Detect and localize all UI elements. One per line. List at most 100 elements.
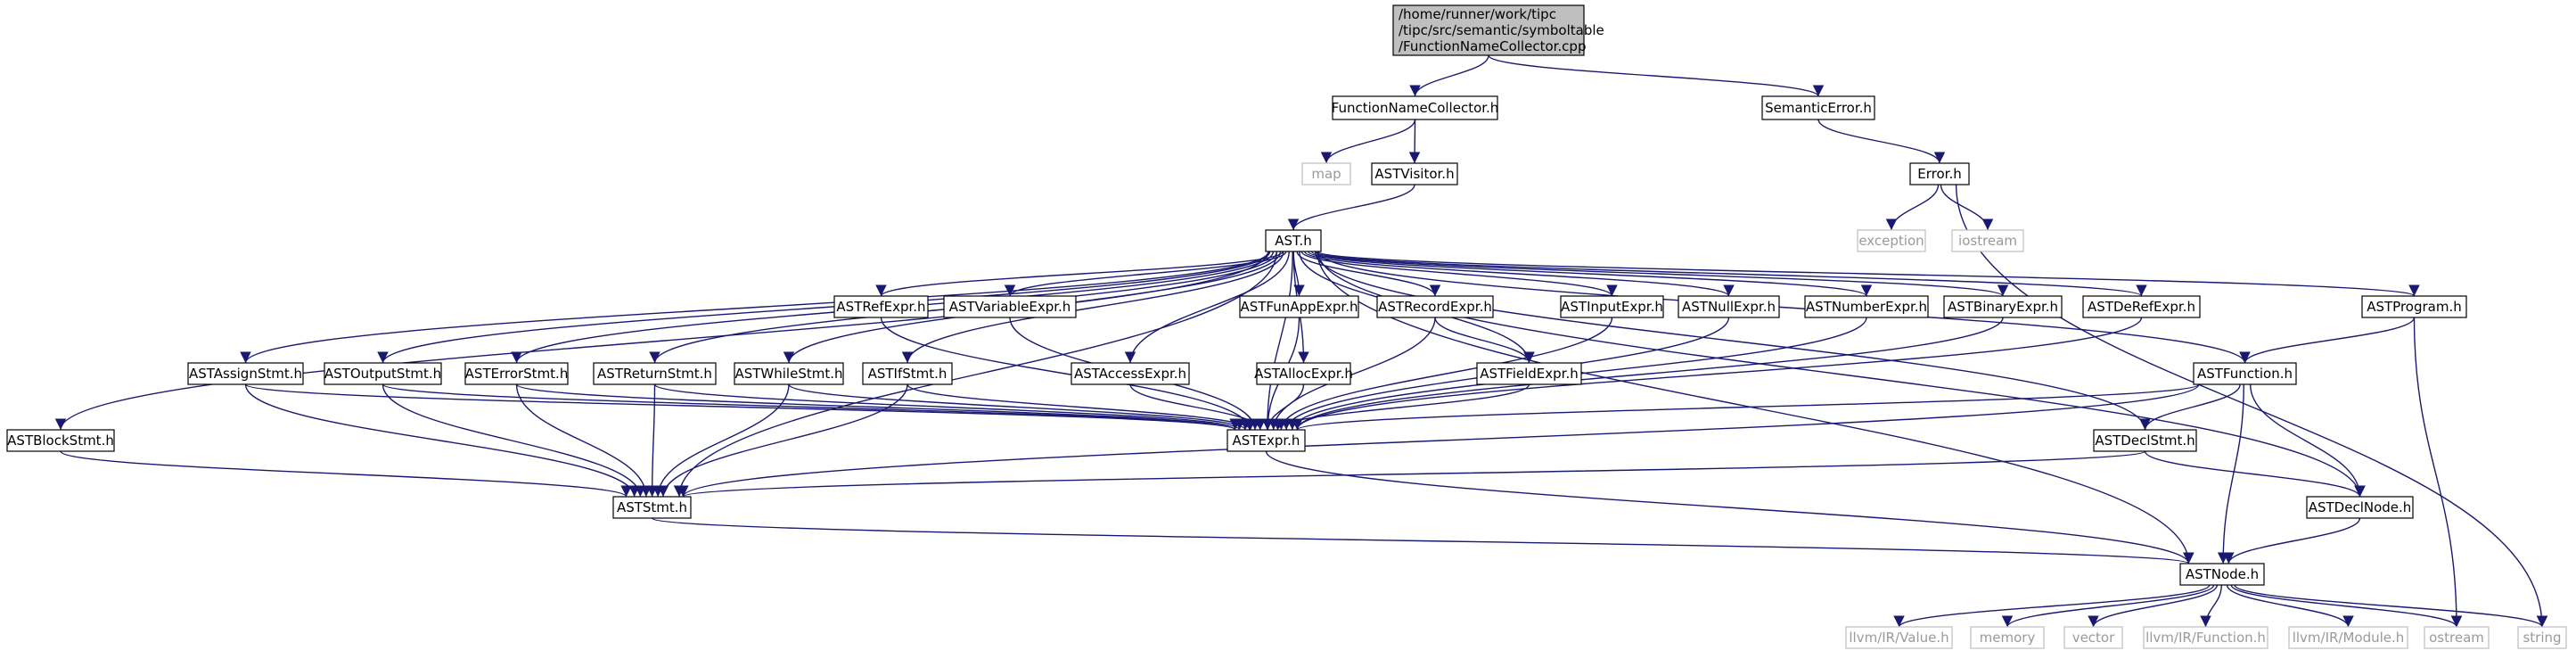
node-expr-label: ASTExpr.h <box>1233 432 1300 449</box>
node-string-box <box>2517 626 2567 649</box>
node-ast[interactable]: AST.h <box>1265 229 1322 252</box>
node-irmodule-box <box>2288 626 2408 649</box>
node-stmt-label: ASTStmt.h <box>617 499 687 515</box>
node-ifstmt[interactable]: ASTIfStmt.h <box>862 362 953 385</box>
node-node-label: ASTNode.h <box>2186 566 2259 582</box>
node-vector: vector <box>2063 626 2123 649</box>
node-memory: memory <box>1970 626 2045 649</box>
node-exception: exception <box>1857 229 1926 252</box>
node-field[interactable]: ASTFieldExpr.h <box>1476 362 1582 385</box>
node-output-label: ASTOutputStmt.h <box>324 366 441 382</box>
edge-whilestmt-to-stmt <box>652 383 790 498</box>
node-string-label: string <box>2523 630 2561 646</box>
edge-fnc-to-map <box>1320 119 1416 164</box>
node-fnc[interactable]: FunctionNameCollector.h <box>1332 95 1499 120</box>
node-derefexpr-label: ASTDeRefExpr.h <box>2088 299 2195 315</box>
node-assign[interactable]: ASTAssignStmt.h <box>187 362 304 385</box>
edge-node-to-value <box>1893 584 2211 628</box>
node-derefexpr-box <box>2082 295 2201 318</box>
edge-error-to-exception <box>1885 184 1940 231</box>
edge-recexpr-to-expr <box>1267 317 1436 431</box>
edge-ast-to-program <box>1317 251 2420 297</box>
node-map: map <box>1301 162 1351 185</box>
node-access[interactable]: ASTAccessExpr.h <box>1071 362 1190 385</box>
node-block-label: ASTBlockStmt.h <box>7 432 114 449</box>
node-errorstmt[interactable]: ASTErrorStmt.h <box>464 362 569 385</box>
node-irfunction: llvm/IR/Function.h <box>2143 626 2268 649</box>
node-funapp[interactable]: ASTFunAppExpr.h <box>1239 295 1359 318</box>
node-error-label: Error.h <box>1917 166 1961 182</box>
node-function-label: ASTFunction.h <box>2197 366 2293 382</box>
node-refexpr-label: ASTRefExpr.h <box>836 299 925 315</box>
node-access-label: ASTAccessExpr.h <box>1074 366 1186 382</box>
node-expr[interactable]: ASTExpr.h <box>1226 429 1306 452</box>
nodes-layer: /home/runner/work/tipc/tipc/src/semantic… <box>6 4 2567 649</box>
node-derefexpr[interactable]: ASTDeRefExpr.h <box>2082 295 2201 318</box>
node-irfunction-label: llvm/IR/Function.h <box>2145 630 2266 646</box>
node-errorstmt-box <box>464 362 569 385</box>
node-declstmt[interactable]: ASTDeclStmt.h <box>2093 429 2197 452</box>
node-node-box <box>2179 563 2265 586</box>
node-declstmt-label: ASTDeclStmt.h <box>2095 432 2195 449</box>
node-error[interactable]: Error.h <box>1909 162 1970 185</box>
edge-root-to-fnc <box>1409 54 1489 97</box>
edge-access-to-expr <box>1129 383 1267 431</box>
node-output-box <box>324 362 442 385</box>
node-stmt[interactable]: ASTStmt.h <box>612 496 692 519</box>
node-binexpr[interactable]: ASTBinaryExpr.h <box>1943 295 2063 318</box>
edge-derefexpr-to-expr <box>1292 317 2143 431</box>
edge-function-to-node <box>2217 383 2244 564</box>
node-astvisitor-label: ASTVisitor.h <box>1374 166 1454 182</box>
node-inputexpr-box <box>1560 295 1664 318</box>
edge-ifstmt-to-stmt <box>657 383 908 498</box>
node-ostream-box <box>2424 626 2490 649</box>
node-binexpr-label: ASTBinaryExpr.h <box>1948 299 2058 315</box>
node-inputexpr[interactable]: ASTInputExpr.h <box>1560 295 1664 318</box>
node-output[interactable]: ASTOutputStmt.h <box>324 362 442 385</box>
edge-binexpr-to-expr <box>1292 317 2004 431</box>
node-numexpr[interactable]: ASTNumberExpr.h <box>1804 295 1929 318</box>
edge-node-to-string <box>2234 584 2548 628</box>
node-alloc[interactable]: ASTAllocExpr.h <box>1254 362 1353 385</box>
node-value-label: llvm/IR/Value.h <box>1849 630 1948 646</box>
node-root[interactable]: /home/runner/work/tipc/tipc/src/semantic… <box>1392 4 1604 56</box>
edge-function-to-stmt <box>677 383 2200 498</box>
node-assign-box <box>187 362 304 385</box>
edge-ast-to-function <box>1317 251 2251 364</box>
node-function[interactable]: ASTFunction.h <box>2193 362 2297 385</box>
node-program-box <box>2361 295 2467 318</box>
node-declnode-label: ASTDeclNode.h <box>2309 499 2412 515</box>
node-whilestmt-label: ASTWhileStmt.h <box>734 366 842 382</box>
edge-ifstmt-to-expr <box>907 383 1257 431</box>
node-declstmt-box <box>2093 429 2197 452</box>
node-declnode[interactable]: ASTDeclNode.h <box>2306 496 2414 519</box>
node-expr-box <box>1226 429 1306 452</box>
node-whilestmt[interactable]: ASTWhileStmt.h <box>734 362 844 385</box>
edge-ast-to-stmt <box>673 251 1278 498</box>
node-value-box <box>1845 626 1953 649</box>
edge-expr-to-node <box>1265 450 2195 564</box>
node-map-label: map <box>1311 166 1341 182</box>
node-numexpr-box <box>1804 295 1929 318</box>
node-nullexpr[interactable]: ASTNullExpr.h <box>1678 295 1780 318</box>
node-block[interactable]: ASTBlockStmt.h <box>6 429 115 452</box>
node-node[interactable]: ASTNode.h <box>2179 563 2265 586</box>
edge-ast-to-access <box>1124 251 1290 364</box>
edge-errorstmt-to-expr <box>515 383 1241 431</box>
node-varexpr[interactable]: ASTVariableExpr.h <box>943 295 1077 318</box>
node-recexpr[interactable]: ASTRecordExpr.h <box>1376 295 1494 318</box>
node-access-box <box>1071 362 1190 385</box>
node-nullexpr-box <box>1678 295 1780 318</box>
node-refexpr[interactable]: ASTRefExpr.h <box>833 295 929 318</box>
edge-declstmt-to-stmt <box>677 450 2146 498</box>
node-field-box <box>1476 362 1582 385</box>
node-returnstmt[interactable]: ASTReturnStmt.h <box>593 362 717 385</box>
node-vector-label: vector <box>2072 630 2115 646</box>
node-program[interactable]: ASTProgram.h <box>2361 295 2467 318</box>
node-function-box <box>2193 362 2297 385</box>
node-semerr[interactable]: SemanticError.h <box>1761 95 1875 120</box>
edge-root-to-semerr <box>1488 54 1825 97</box>
node-astvisitor[interactable]: ASTVisitor.h <box>1371 162 1458 185</box>
node-returnstmt-label: ASTReturnStmt.h <box>597 366 712 382</box>
